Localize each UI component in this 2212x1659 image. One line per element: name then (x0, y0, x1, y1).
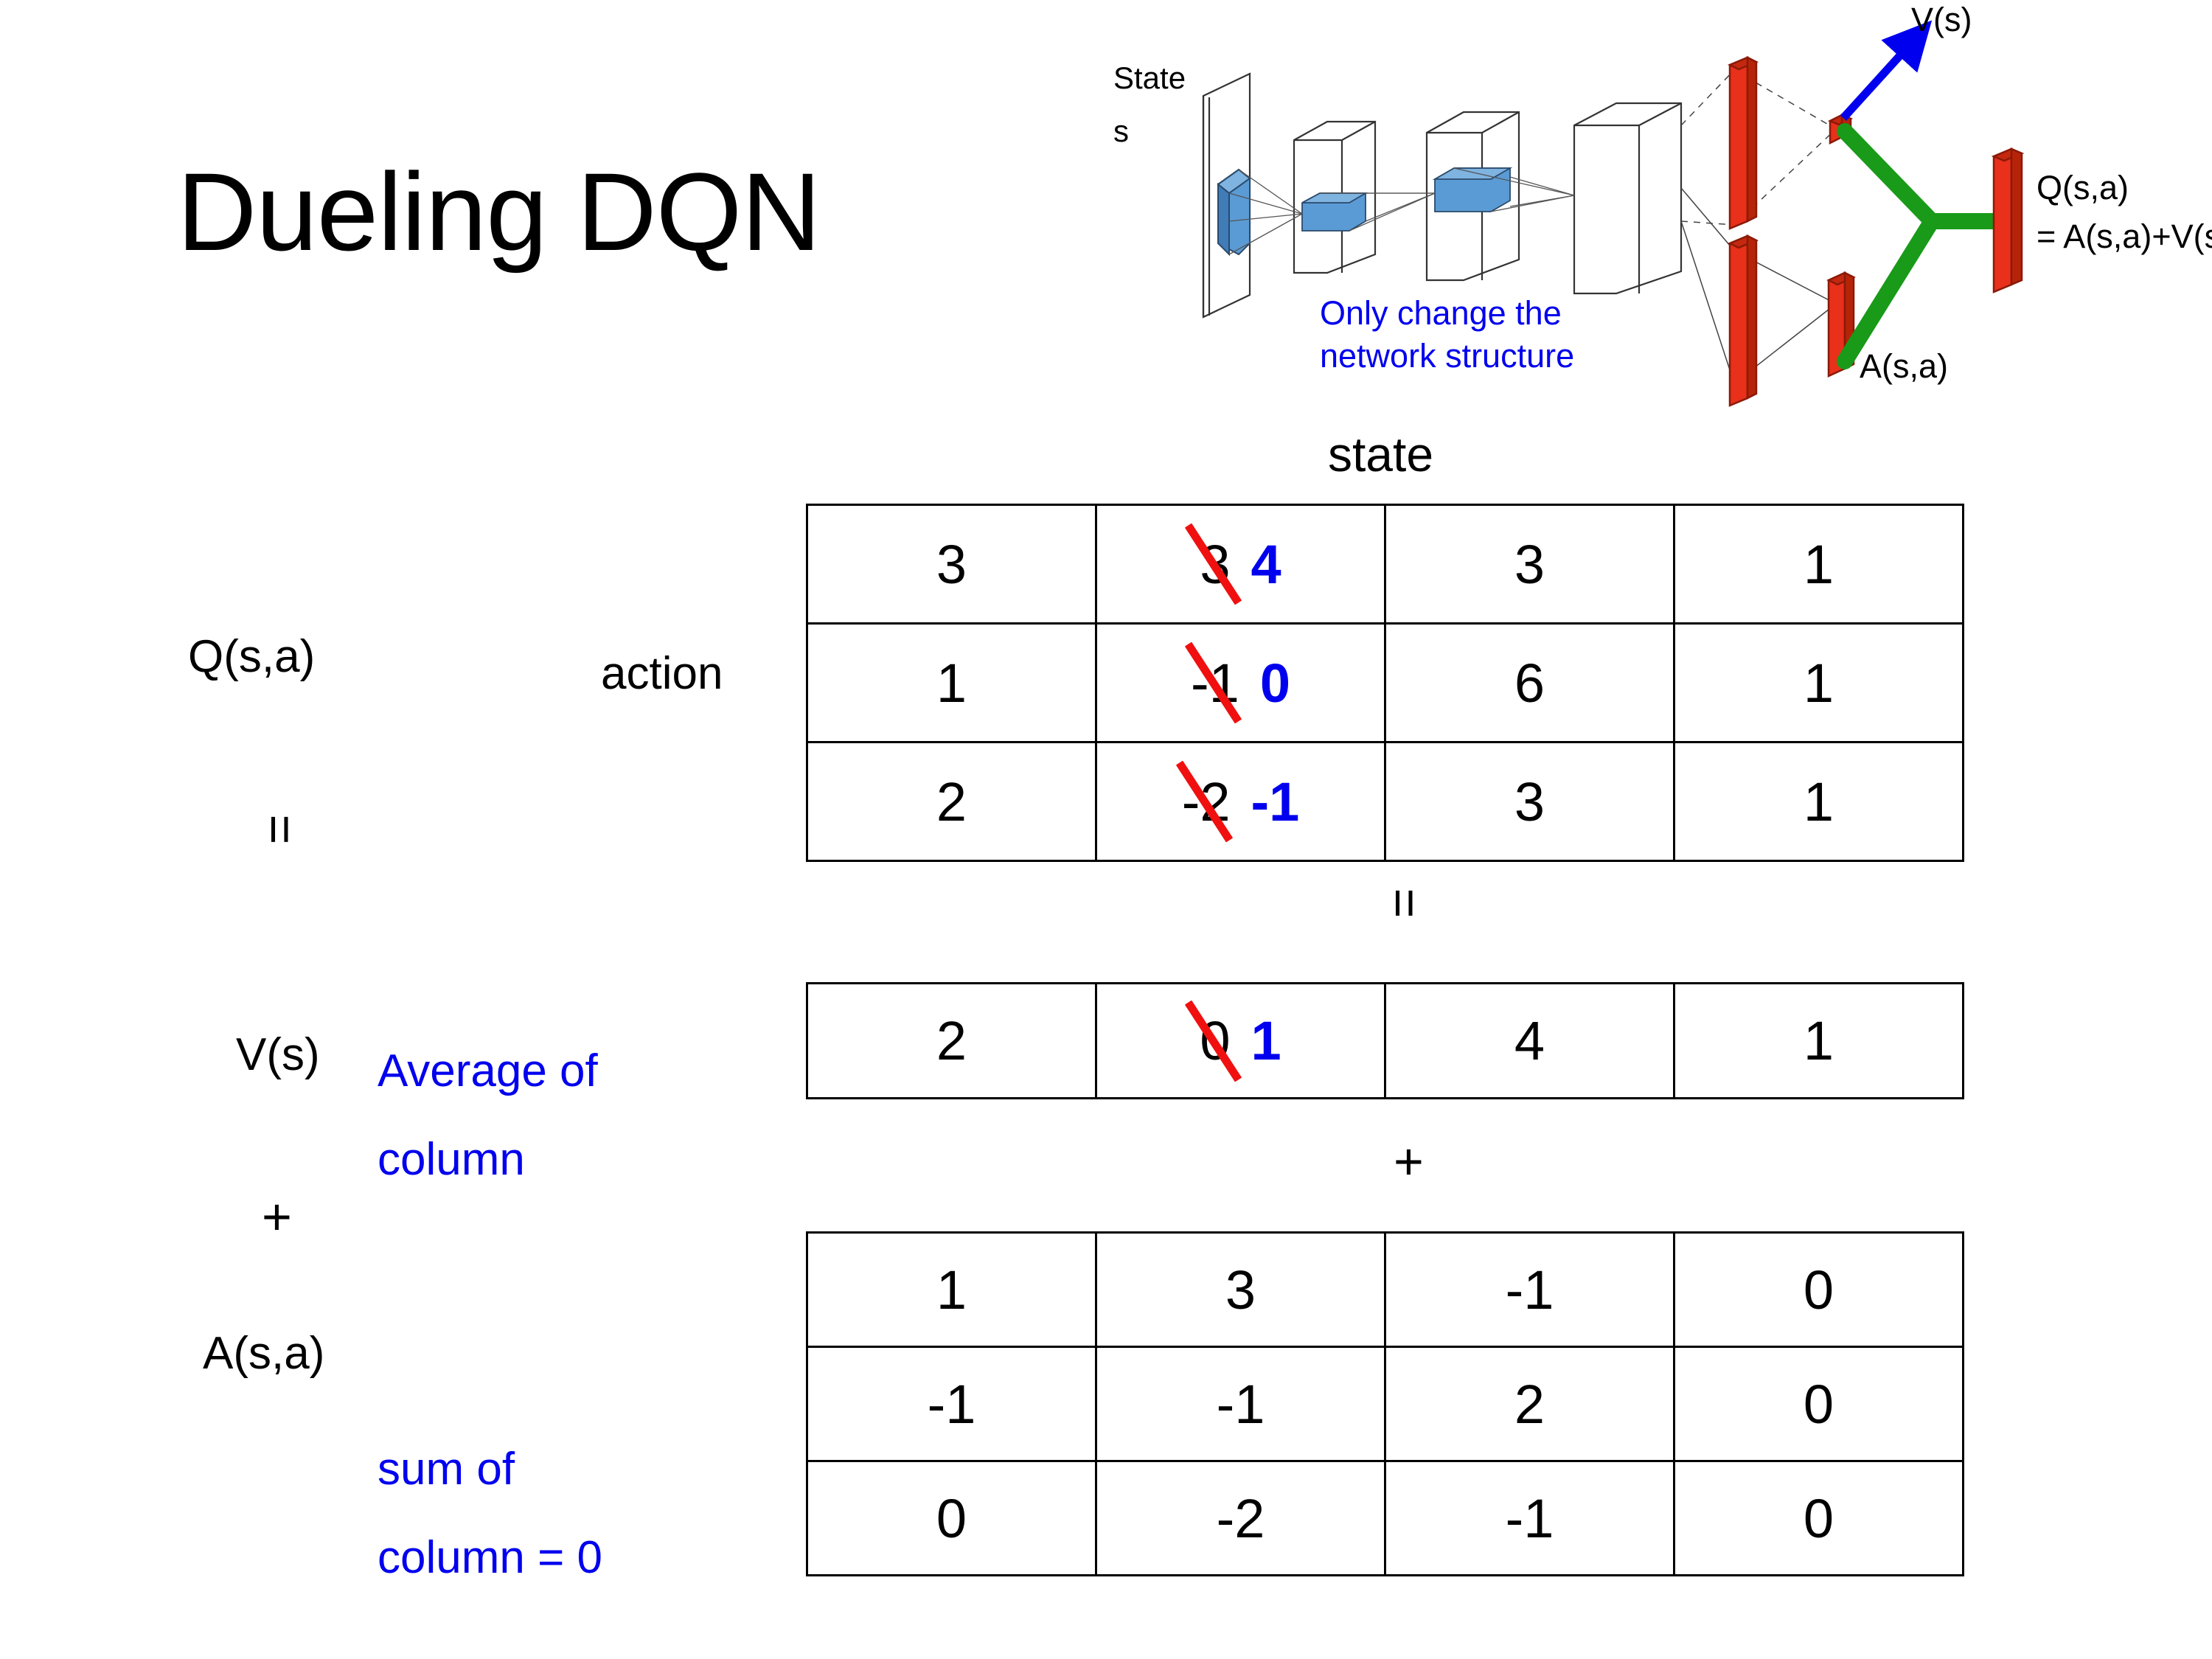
table-row: -1 -1 2 0 (806, 1346, 1964, 1462)
diagram-v-label: V(s) (1911, 1, 1972, 38)
a-cell-r1c1: -1 (1095, 1346, 1386, 1462)
diagram-state-label-line2: s (1113, 114, 1129, 148)
q-cell-r0c1: 3 4 (1095, 504, 1386, 625)
q-cell-r2c1: -2 -1 (1095, 741, 1386, 862)
diagram-q-label-line1: Q(s,a) (2037, 169, 2129, 206)
q-cell-r1c2: 6 (1384, 622, 1675, 743)
equals-sign-middle: = (1376, 888, 1434, 919)
v-cell-c1-new-value: 1 (1251, 1010, 1281, 1071)
v-cell-c1-old-text: 0 (1200, 1010, 1231, 1071)
action-axis-label: action (601, 648, 723, 699)
a-cell-r2c1: -2 (1095, 1460, 1386, 1576)
a-cell-r2c2: -1 (1384, 1460, 1675, 1576)
a-note-line2: column = 0 (378, 1532, 603, 1583)
q-cell-r1c0: 1 (806, 622, 1097, 743)
table-row: 3 3 4 3 1 (806, 504, 1964, 625)
q-cell-r2c1-old-text: -2 (1181, 771, 1231, 832)
q-cell-r0c1-old-value: 3 (1184, 523, 1242, 605)
a-function-label: A(s,a) (203, 1328, 325, 1379)
diagram-note-line1: Only change the (1320, 294, 1562, 332)
diagram-q-label-line2: = A(s,a)+V(s) (2037, 218, 2212, 255)
v-cell-c0: 2 (806, 982, 1097, 1099)
v-value-table: 2 0 1 4 1 (806, 982, 1964, 1099)
q-cell-r0c0: 3 (806, 504, 1097, 625)
v-cell-c1: 0 1 (1095, 982, 1386, 1099)
q-cell-r1c3: 1 (1673, 622, 1964, 743)
page-title: Dueling DQN (177, 150, 821, 274)
q-cell-r2c2: 3 (1384, 741, 1675, 862)
q-cell-r0c3: 1 (1673, 504, 1964, 625)
dueling-network-diagram: State s Only change the network structur… (1091, 0, 2212, 413)
diagram-a-label: A(s,a) (1860, 347, 1948, 385)
a-cell-r1c0: -1 (806, 1346, 1097, 1462)
v-cell-c3: 1 (1673, 982, 1964, 1099)
q-cell-r0c2: 3 (1384, 504, 1675, 625)
q-cell-r1c1-old-text: -1 (1191, 652, 1239, 714)
table-row: 1 -1 0 6 1 (806, 622, 1964, 743)
table-row: 2 0 1 4 1 (806, 982, 1964, 1099)
q-cell-r2c0: 2 (806, 741, 1097, 862)
a-cell-r2c0: 0 (806, 1460, 1097, 1576)
v-note-line1: Average of (378, 1046, 598, 1096)
diagram-note-line2: network structure (1320, 337, 1574, 375)
a-cell-r0c0: 1 (806, 1231, 1097, 1348)
plus-sign-middle: + (1394, 1133, 1424, 1190)
a-note-line1: sum of (378, 1444, 515, 1495)
a-cell-r0c2: -1 (1384, 1231, 1675, 1348)
q-cell-r0c1-new-value: 4 (1251, 533, 1281, 595)
v-function-label: V(s) (236, 1029, 320, 1080)
q-cell-r1c1-old-value: -1 (1184, 641, 1242, 724)
a-value-table: 1 3 -1 0 -1 -1 2 0 0 -2 -1 0 (806, 1231, 1964, 1576)
v-note-line2: column (378, 1134, 525, 1185)
v-cell-c1-old-value: 0 (1184, 1000, 1242, 1082)
equals-sign-left: = (251, 814, 310, 845)
q-cell-r2c1-new-value: -1 (1251, 771, 1300, 832)
q-cell-r1c1-new-value: 0 (1259, 652, 1290, 714)
table-row: 2 -2 -1 3 1 (806, 741, 1964, 862)
q-cell-r1c1: -1 0 (1095, 622, 1386, 743)
q-cell-r0c1-old-text: 3 (1200, 533, 1231, 595)
q-cell-r2c3: 1 (1673, 741, 1964, 862)
a-cell-r1c3: 0 (1673, 1346, 1964, 1462)
a-cell-r0c3: 0 (1673, 1231, 1964, 1348)
a-cell-r0c1: 3 (1095, 1231, 1386, 1348)
diagram-state-label-line1: State (1113, 60, 1186, 95)
table-row: 1 3 -1 0 (806, 1231, 1964, 1348)
state-axis-label: state (1327, 427, 1434, 481)
table-row: 0 -2 -1 0 (806, 1460, 1964, 1576)
q-function-label: Q(s,a) (188, 631, 316, 682)
a-cell-r1c2: 2 (1384, 1346, 1675, 1462)
v-cell-c2: 4 (1384, 982, 1675, 1099)
q-value-table: 3 3 4 3 1 1 -1 0 6 1 2 (806, 504, 1964, 862)
plus-sign-left: + (262, 1188, 292, 1245)
q-cell-r2c1-old-value: -2 (1175, 760, 1233, 843)
a-cell-r2c3: 0 (1673, 1460, 1964, 1576)
